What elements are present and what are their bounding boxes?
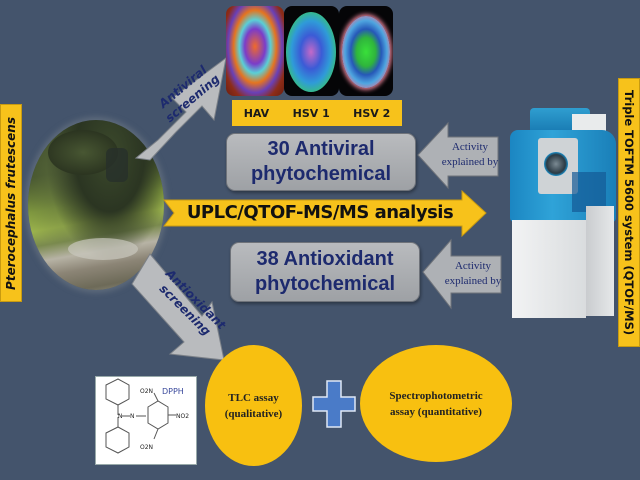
virus-label-hsv2: HSV 2 [353, 106, 391, 120]
dpph-molecule-diagram: N N O2N NO2 O2N DPPH [105, 378, 189, 454]
species-label-text: Pterocephalus frutescens [4, 116, 18, 290]
mass-spectrometer-image [500, 108, 618, 320]
hsv1-virus-image [284, 6, 339, 96]
antiviral-screening-arrow [134, 56, 227, 161]
hav-virus-image [226, 6, 284, 96]
svg-text:O2N: O2N [140, 388, 153, 395]
virus-label-bar: HAV HSV 1 HSV 2 [232, 100, 402, 126]
virus-label-hav: HAV [243, 106, 270, 120]
plant-photo [28, 120, 164, 290]
svg-text:O2N: O2N [140, 444, 153, 451]
dpph-title: DPPH [162, 387, 184, 396]
tlc-assay-ellipse: TLC assay (qualitative) [205, 345, 302, 466]
species-label: Pterocephalus frutescens [0, 104, 22, 302]
antioxidant-screening-arrow [131, 253, 225, 361]
antiviral-phytochemical-box: 30 Antiviral phytochemical [226, 133, 416, 191]
activity-arrow-antiviral-label: Activity explained by [441, 141, 499, 168]
instrument-label: Triple TOFTM 5600 system (QTOF/MS) [618, 78, 640, 347]
uplc-analysis-arrow [162, 190, 487, 238]
activity-arrow-antioxidant [422, 238, 502, 310]
svg-text:N: N [118, 413, 123, 420]
hsv2-virus-image [339, 6, 393, 96]
plus-icon [312, 380, 356, 428]
svg-text:N: N [130, 413, 135, 420]
instrument-label-text: Triple TOFTM 5600 system (QTOF/MS) [622, 89, 636, 336]
activity-arrow-antioxidant-label: Activity explained by [444, 260, 502, 287]
antioxidant-phytochemical-box: 38 Antioxidant phytochemical [230, 242, 420, 302]
activity-arrow-antiviral [417, 121, 499, 190]
spectrophotometric-assay-ellipse: Spectrophotometric assay (quantitative) [360, 345, 512, 462]
uplc-analysis-label: UPLC/QTOF-MS/MS analysis [186, 202, 454, 223]
dpph-structure: N N O2N NO2 O2N DPPH [95, 376, 197, 465]
svg-text:NO2: NO2 [176, 413, 189, 420]
virus-label-hsv1: HSV 1 [292, 106, 330, 120]
